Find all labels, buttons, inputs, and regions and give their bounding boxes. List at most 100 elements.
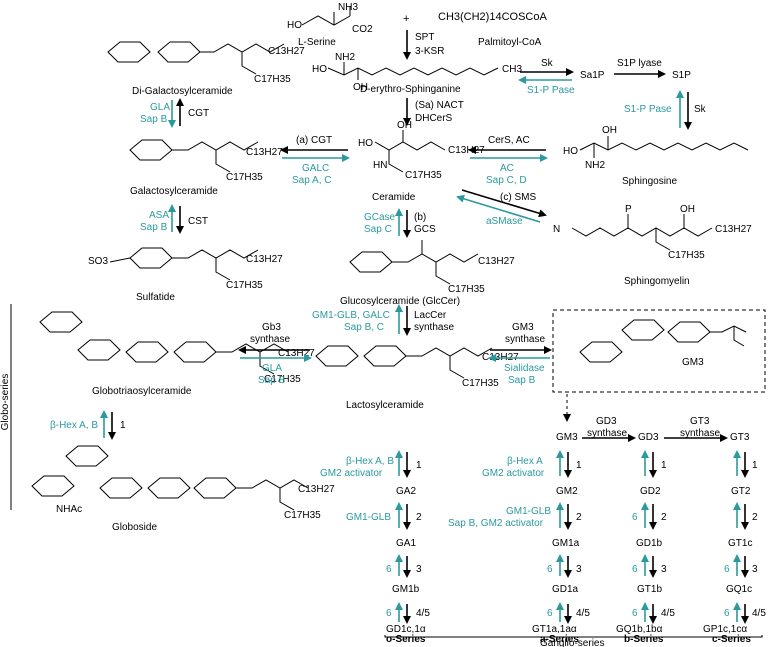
sm-n: N [553,224,560,235]
globoside-c13: C13H27 [298,484,335,495]
a-e2b-label: Sap B, GM2 activator [448,518,544,529]
c-step1-label: 1 [752,460,758,471]
sphingosine-nh2: NH2 [585,160,605,171]
sulfatide-structure [109,247,259,281]
sphingosine-structure [579,136,749,158]
sialidase-label: Sialidase [504,363,545,374]
sapb-globo-label: Sap B [258,375,286,386]
lactosyl-label: Lactosylceramide [346,400,424,411]
sulfatide-so3: SO3 [88,256,108,267]
gd3-synthase-title: GD3 [596,416,617,427]
s1p-pase-label-2: S1-P Pase [624,104,672,115]
a-e4-label: 6 [547,608,553,619]
spt-label: SPT [415,32,434,43]
a-step2-label: 2 [576,512,582,523]
b-label: (b) [414,212,426,223]
a-e1-label: β-Hex A [507,456,543,467]
smase-arrow [456,194,541,223]
a-series-label: a-Series [540,634,579,645]
a-e1b-label: GM2 activator [482,468,545,479]
globoside-structure [31,445,309,511]
sphinganine-structure [327,62,499,80]
sm-p: P [625,204,632,215]
gm3-node: GM3 [556,432,578,443]
o-step3-label: 3 [416,564,422,575]
serine-oh: HO [287,20,302,31]
ganglio-footer: Ganglio-series [540,638,604,647]
serine-nh3: NH3 [338,2,358,13]
b-e2-label: 6 [632,512,638,523]
gb3-synthase-label: synthase [250,334,290,345]
gt3-synthase-title: GT3 [690,416,710,427]
sphinganine-nh2: NH2 [335,52,355,63]
gt1c-node: GT1c [728,538,752,549]
palmitoyl-formula: CH3(CH2)14COSCoA [438,11,547,23]
gm3-box-structure [579,319,747,363]
sphinganine-label: D-erythro-Sphinganine [360,84,461,95]
ceramide-structure [374,130,446,173]
s1p-label: S1P [672,70,691,81]
gcase-label: GCase [364,212,396,223]
globotri-c17: C17H35 [264,374,301,385]
sulfatide-c13: C13H27 [246,254,283,265]
gla1-label: GLA [150,102,170,113]
sap-cd-label: Sap C, D [486,175,527,186]
cst-label: CST [188,216,208,227]
sapb1-label: Sap B [140,114,168,125]
cgt-label: CGT [188,108,209,119]
ga1-node: GA1 [396,538,416,549]
palmitoyl-label: Palmitoyl-CoA [478,37,542,48]
dhcers-label: DHCerS [415,113,453,124]
gm1glb-galc-label: GM1-GLB, GALC [312,310,390,321]
c-step4-label: 4/5 [752,608,766,619]
o-e1b-label: GM2 activator [320,468,383,479]
gm2-node: GM2 [556,486,578,497]
o-e3-label: 6 [386,564,392,575]
sk-label: Sk [541,58,554,69]
gm1a-node: GM1a [552,538,580,549]
b-step3-label: 3 [661,564,667,575]
cgt-a-label: (a) CGT [296,135,332,146]
smase-label: aSMase [486,216,523,227]
plus-sign: + [403,13,409,25]
c-series-label: c-Series [712,634,751,645]
a-e3-label: 6 [547,564,553,575]
gd1b-node: GD1b [636,538,663,549]
gt1b-node: GT1b [637,584,662,595]
serine-structure [301,6,351,26]
o-step2-label: 2 [416,512,422,523]
sphingomyelin-structure [571,214,713,251]
sm-c13: C13H27 [715,224,752,235]
sap-ac-label: Sap A, C [292,175,331,186]
gp1c-node: GP1c,1cα [703,624,747,635]
b-step4-label: 4/5 [661,608,675,619]
globotri-c13: C13H27 [278,348,315,359]
lactosyl-c17: C17H35 [462,378,499,389]
laccer-label: LacCer [414,310,447,321]
globotri-structure [39,311,289,375]
sphinganine-ch3: CH3 [502,64,522,75]
globotri-label: Globotriaosylceramide [92,386,192,397]
lactosyl-structure [315,345,493,379]
gd3-node: GD3 [638,432,659,443]
galcer-c13: C13H27 [246,147,283,158]
gm1b-node: GM1b [392,584,420,595]
sphinganine-oh: OH [353,82,368,93]
gd1a-node: GD1a [552,584,579,595]
o-e1-label: β-Hex A, B [346,456,394,467]
c-e4-label: 6 [724,608,730,619]
ksr-label: 3-KSR [415,46,444,57]
gm3-box-label: GM3 [682,357,704,368]
gm3-synthase-label: synthase [505,334,545,345]
ganglio-bracket [384,635,763,638]
sphingosine-label: Sphingosine [622,176,677,187]
sk-label-2: Sk [694,104,707,115]
globoside-c17: C17H35 [284,510,321,521]
sphinganine-ho: HO [312,64,327,75]
a-step4-label: 4/5 [576,608,590,619]
c-e3-label: 6 [724,564,730,575]
a-step1-label: 1 [576,460,582,471]
ceramide-c13: C13H27 [448,145,485,156]
o-e4-label: 6 [386,608,392,619]
